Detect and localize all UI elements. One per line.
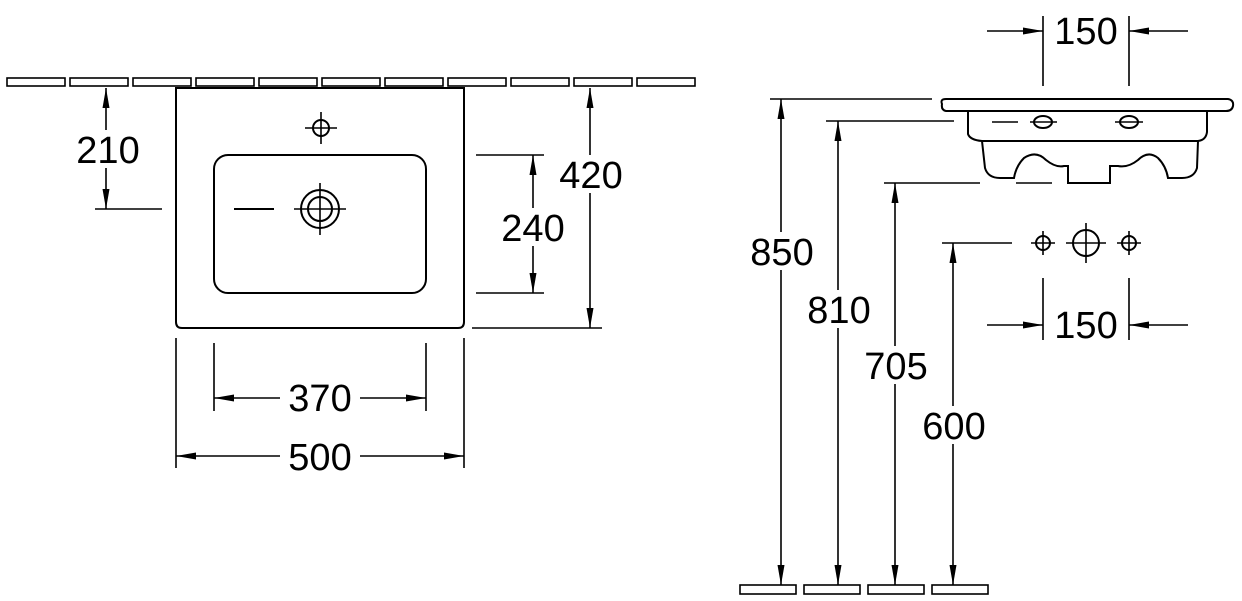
wall-tiles-top <box>6 77 696 87</box>
dim-705: 705 <box>864 346 927 388</box>
dim-150-top: 150 <box>1054 11 1117 53</box>
basin-lower-profile <box>981 140 1199 184</box>
tap-hole-icon <box>305 112 337 144</box>
basin-rim <box>940 98 1235 112</box>
top-view: 210 420 240 370 500 <box>6 77 696 479</box>
dim-850: 850 <box>750 232 813 274</box>
floor-tiles <box>739 584 989 595</box>
wall-outlets-icon <box>1031 223 1141 263</box>
dim-370: 370 <box>288 378 351 420</box>
basin-body <box>967 111 1208 142</box>
dim-210: 210 <box>76 130 139 172</box>
dim-500: 500 <box>288 437 351 479</box>
bowl-outline <box>213 154 427 294</box>
tap-hole-side-left-icon <box>1030 115 1057 129</box>
dim-420: 420 <box>559 155 622 197</box>
dim-240: 240 <box>501 208 564 250</box>
tap-hole-side-right-icon <box>1115 115 1143 129</box>
dim-810: 810 <box>807 290 870 332</box>
waste-outlet-icon <box>234 183 346 235</box>
dim-600: 600 <box>922 406 985 448</box>
side-view: 150 150 <box>739 11 1235 595</box>
dim-150-bottom: 150 <box>1054 305 1117 347</box>
basin-outline <box>175 87 465 329</box>
